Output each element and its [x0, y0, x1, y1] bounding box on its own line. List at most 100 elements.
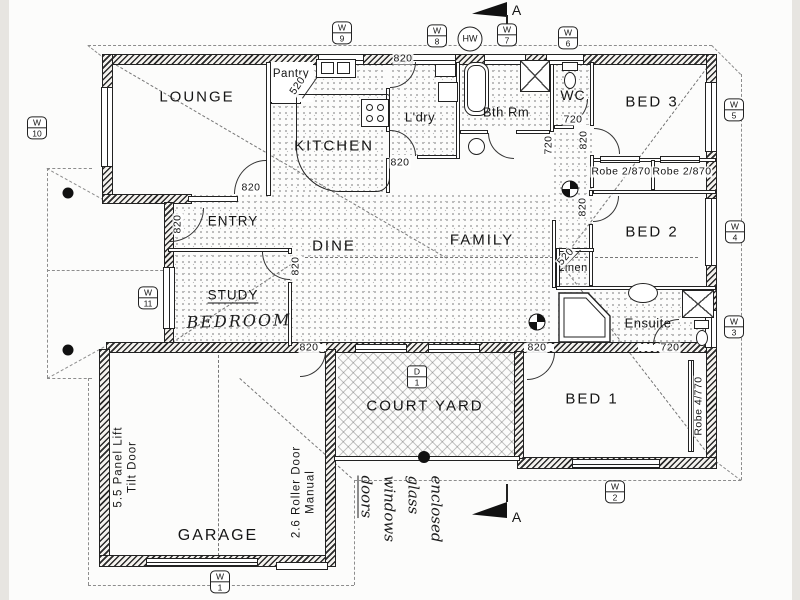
ensuite-shower — [682, 290, 714, 318]
interior-wall — [550, 62, 554, 132]
room-label-entry: ENTRY — [207, 213, 259, 229]
interior-wall — [460, 130, 488, 134]
scan-edge-right — [792, 0, 800, 600]
laundry-sink — [435, 64, 456, 77]
dimension-label: 820 — [576, 196, 589, 218]
room-label-garage: GARAGE — [177, 527, 259, 544]
eave-line — [88, 378, 89, 585]
dimension-label: 820 — [392, 52, 414, 65]
interior-wall — [589, 224, 593, 286]
section-marker-pole — [506, 484, 508, 502]
stove-burner — [377, 104, 384, 111]
room-label-kitchen: KITCHEN — [294, 137, 374, 155]
room-label-wc: WC — [560, 87, 586, 103]
stove — [361, 99, 389, 127]
stove-burner — [366, 104, 373, 111]
verandah-outline — [47, 168, 92, 169]
eave-line — [88, 45, 712, 46]
door-opening — [638, 344, 666, 351]
interior-wall — [456, 62, 460, 159]
garage-bay-divider — [218, 355, 219, 556]
handwritten-bedroom: BEDROOM — [186, 310, 292, 332]
window — [484, 54, 526, 65]
handwritten-note-line: windows — [381, 475, 399, 542]
room-label-family: FAMILY — [449, 231, 515, 249]
door-arc — [488, 133, 514, 159]
stove-burner — [377, 115, 384, 122]
handwritten-note-line: enclosed — [427, 475, 446, 543]
interior-wall — [516, 130, 550, 134]
exterior-wall — [99, 349, 110, 565]
interior-wall — [288, 248, 292, 254]
window — [572, 459, 660, 468]
eave-line — [715, 461, 742, 482]
dimension-label: 820 — [526, 341, 548, 354]
eave-line — [354, 480, 355, 585]
ensuite-vanity — [628, 283, 658, 303]
interior-wall — [590, 62, 594, 126]
room-label-lounge: LOUNGE — [159, 88, 235, 106]
dimension-label: 720 — [659, 341, 681, 354]
room-label-ensuite: Ensuite — [624, 315, 672, 331]
robe-label: Robe 2/870 — [651, 165, 713, 178]
eave-line — [741, 74, 742, 480]
verandah-post — [62, 187, 74, 199]
dimension-label: 820 — [171, 213, 184, 235]
courtyard-window — [428, 344, 480, 353]
dimension-label: 820 — [298, 341, 320, 354]
robe-wall — [593, 190, 716, 194]
light-symbol — [528, 313, 546, 331]
robe-slider — [600, 156, 640, 163]
interior-wall — [554, 125, 574, 129]
toilet-cistern — [694, 320, 709, 329]
verandah-post — [62, 344, 74, 356]
light-symbol — [561, 180, 579, 198]
exterior-wall — [102, 194, 192, 204]
dimension-label: 820 — [240, 181, 262, 194]
shower — [520, 60, 550, 92]
room-label-laundry: L'dry — [404, 109, 436, 125]
verandah-outline — [47, 270, 168, 271]
window — [163, 267, 175, 329]
room-label-bed3: BED 3 — [625, 93, 679, 111]
ensuite-corner-shower — [558, 292, 611, 343]
section-marker-icon — [472, 502, 507, 518]
living-floor — [168, 193, 552, 346]
dimension-label: 720 — [542, 134, 555, 156]
exterior-wall — [106, 342, 717, 353]
dimension-label: 820 — [577, 129, 590, 151]
courtyard-window — [355, 344, 407, 353]
section-marker-icon — [472, 2, 507, 17]
toilet-bowl — [696, 330, 708, 346]
interior-wall — [589, 190, 593, 196]
dimension-label: 720 — [562, 113, 584, 126]
interior-wall — [417, 155, 460, 159]
room-label-bed2: BED 2 — [625, 223, 679, 241]
section-marker-label: A — [511, 2, 523, 18]
interior-wall — [552, 220, 556, 288]
robe-label: Robe 4/770 — [692, 375, 705, 437]
verandah-outline — [47, 168, 48, 378]
washing-machine — [468, 138, 485, 155]
laundry-tub — [438, 82, 458, 102]
robe-slider — [660, 156, 700, 163]
window — [705, 82, 717, 152]
exterior-wall — [514, 351, 524, 459]
stove-burner — [366, 115, 373, 122]
verandah-outline — [47, 378, 92, 379]
room-label-study: STUDY — [207, 287, 259, 303]
room-label-dine: DINE — [312, 237, 356, 255]
room-label-bathroom: Bth Rm — [482, 104, 530, 120]
window — [101, 87, 113, 167]
